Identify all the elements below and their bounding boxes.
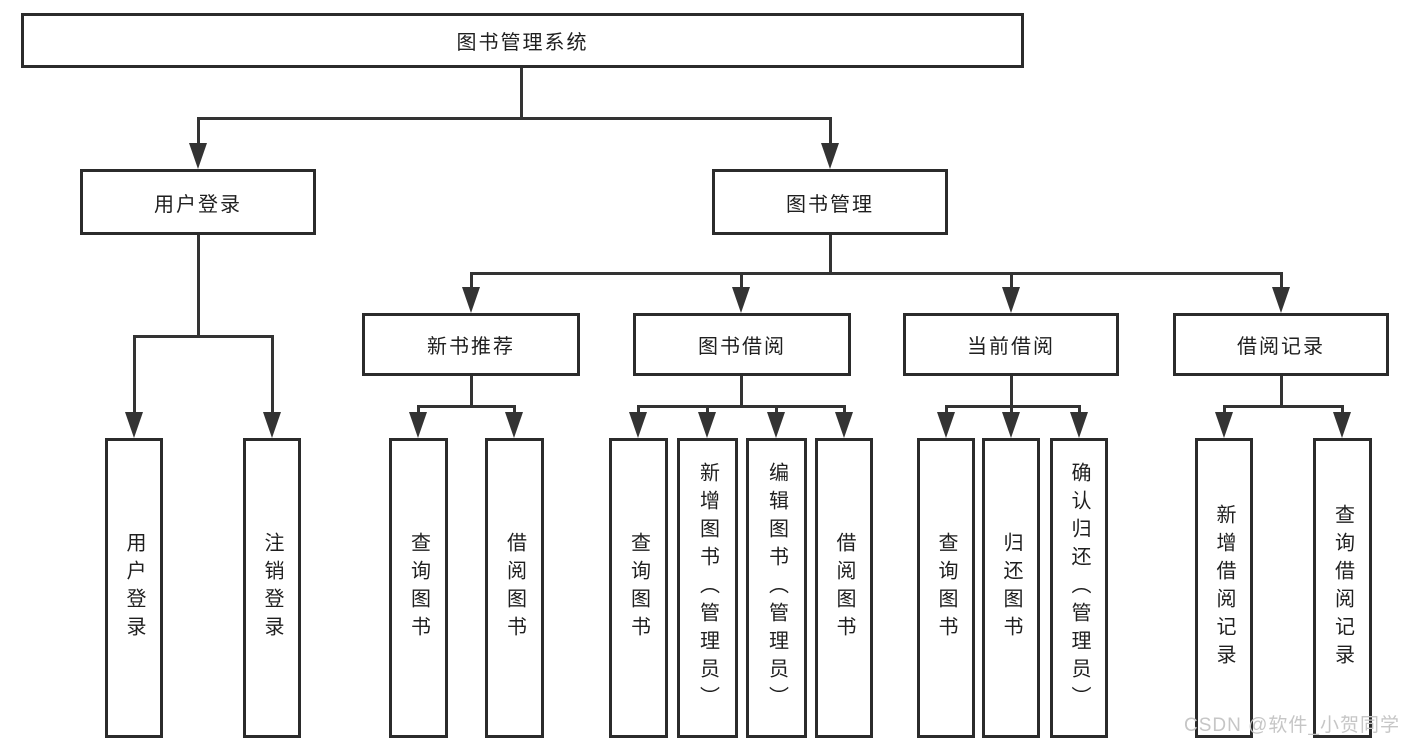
arrow-down-icon [835,412,853,438]
leaf-logout: 注销登录 [243,438,301,738]
connector-line [1078,405,1081,417]
leaf-add-books-admin: 新增图书（管理员） [677,438,738,738]
node-label: 图书管理系统 [456,32,589,54]
connector-line [775,405,778,417]
arrow-down-icon [1215,412,1233,438]
connector-line [470,272,1282,275]
connector-line [417,405,516,408]
connector-line [133,335,274,338]
node-library-system: 图书管理系统 [21,13,1024,68]
leaf-query-books: 查询图书 [917,438,975,738]
node-label: 注销登录 [261,532,283,644]
arrow-down-icon [505,412,523,438]
node-label: 新增借阅记录 [1213,504,1235,672]
node-label: 用户登录 [154,193,242,216]
node-label: 确认归还（管理员） [1068,462,1090,714]
leaf-user-login: 用户登录 [105,438,163,738]
arrow-down-icon [698,412,716,438]
node-label: 当前借阅 [967,336,1055,358]
node-label: 图书管理 [786,193,874,216]
node-label: 新增图书（管理员） [696,462,719,714]
node-book-borrowing: 图书借阅 [633,313,851,376]
arrow-down-icon [767,412,785,438]
arrow-down-icon [189,143,207,169]
connector-line [945,405,1081,408]
node-label: 查询图书 [407,532,430,644]
node-book-management: 图书管理 [712,169,948,235]
node-label: 借阅记录 [1237,336,1325,358]
leaf-borrow-books: 借阅图书 [815,438,873,738]
node-label: 新书推荐 [427,336,515,358]
connector-line [740,272,743,290]
node-label: 查询图书 [935,532,957,644]
node-label: 查询图书 [627,532,650,644]
arrow-down-icon [125,412,143,438]
connector-line [271,335,274,415]
connector-line [470,272,473,290]
connector-line [945,405,948,417]
connector-line [197,234,200,338]
arrow-down-icon [1333,412,1351,438]
node-label: 用户登录 [123,532,145,644]
connector-line [1223,405,1226,417]
connector-line [1341,405,1344,417]
connector-line [637,405,846,408]
connector-line [133,335,136,415]
arrow-down-icon [462,287,480,313]
node-label: 查询借阅记录 [1331,504,1354,672]
leaf-query-borrow-record: 查询借阅记录 [1313,438,1372,738]
arrow-down-icon [821,143,839,169]
node-label: 归还图书 [1000,532,1022,644]
node-label: 图书借阅 [698,336,786,358]
connector-line [1280,375,1283,408]
node-label: 借阅图书 [833,532,855,644]
arrow-down-icon [1272,287,1290,313]
leaf-return-books: 归还图书 [982,438,1040,738]
arrow-down-icon [1002,412,1020,438]
arrow-down-icon [1002,287,1020,313]
leaf-borrow-books: 借阅图书 [485,438,544,738]
csdn-watermark: CSDN @软件_小贺同学 [1184,715,1400,736]
leaf-query-books: 查询图书 [389,438,448,738]
node-user-login: 用户登录 [80,169,316,235]
connector-line [520,66,523,120]
node-label: 借阅图书 [503,532,526,644]
arrow-down-icon [263,412,281,438]
connector-line [637,405,640,417]
connector-line [1223,405,1344,408]
connector-line [843,405,846,417]
leaf-add-borrow-record: 新增借阅记录 [1195,438,1253,738]
connector-line [1010,375,1013,408]
connector-line [706,405,709,417]
connector-line [829,117,832,147]
leaf-query-books: 查询图书 [609,438,668,738]
node-borrowing-records: 借阅记录 [1173,313,1389,376]
leaf-edit-books-admin: 编辑图书（管理员） [746,438,807,738]
node-current-borrowing: 当前借阅 [903,313,1119,376]
connector-line [197,117,831,120]
arrow-down-icon [629,412,647,438]
connector-line [1280,272,1283,290]
arrow-down-icon [409,412,427,438]
connector-line [197,117,200,147]
node-label: 编辑图书（管理员） [765,462,788,714]
leaf-confirm-return-admin: 确认归还（管理员） [1050,438,1108,738]
node-new-book-recommend: 新书推荐 [362,313,580,376]
arrow-down-icon [937,412,955,438]
connector-line [1010,272,1013,290]
connector-line [740,375,743,408]
connector-line [470,375,473,408]
connector-line [417,405,420,417]
arrow-down-icon [1070,412,1088,438]
connector-line [1010,405,1013,417]
connector-line [829,234,832,275]
arrow-down-icon [732,287,750,313]
connector-line [513,405,516,417]
